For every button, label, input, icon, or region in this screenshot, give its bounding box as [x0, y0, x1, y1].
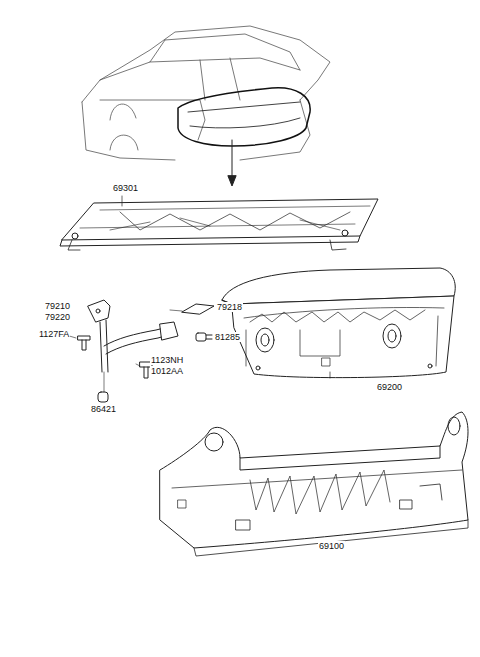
callout-number: 79210 [44, 301, 71, 311]
car-outline [82, 26, 330, 160]
callout-number: 86421 [90, 404, 117, 414]
cap [98, 372, 108, 402]
callout-number: 79218 [216, 302, 243, 312]
lid-inner-panel [60, 199, 378, 250]
callout-number: 1127FA [38, 329, 70, 339]
rubber-bumper [196, 333, 212, 341]
lid-pad [182, 304, 214, 314]
trunk-on-car [178, 88, 310, 146]
bolt [78, 336, 90, 350]
callout-number: 1123NH [150, 355, 184, 365]
trunk-lid [222, 268, 455, 378]
rear-panel [160, 412, 468, 556]
callout-number: 79220 [44, 312, 71, 322]
callout-number: 69100 [318, 541, 345, 551]
callout-number: 81285 [214, 332, 241, 342]
arrowhead [228, 176, 236, 186]
callout-number: 69200 [376, 382, 403, 392]
callout-number: 1012AA [150, 366, 184, 376]
leader-line [122, 196, 123, 206]
callout-number: 69301 [112, 183, 139, 193]
